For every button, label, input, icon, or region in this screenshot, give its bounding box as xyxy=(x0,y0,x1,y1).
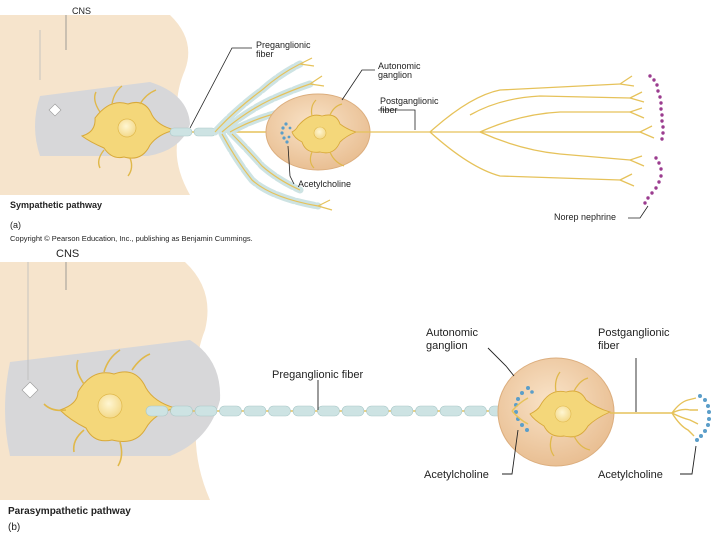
myelin-segment xyxy=(390,405,414,417)
cns-label-b: CNS xyxy=(56,248,79,260)
preganglionic-label-b: Preganglionic fiber xyxy=(272,369,363,381)
postganglionic-label-a-line1: Postganglionic xyxy=(380,96,439,106)
central-canal-a xyxy=(48,103,62,117)
postganglionic-label-b-line2: fiber xyxy=(598,340,620,352)
myelin-segment xyxy=(366,405,389,417)
myelin-segment xyxy=(243,405,267,417)
ganglion-label-a-line1: Autonomic xyxy=(378,61,421,71)
sympathetic-pathway-title: Sympathetic pathway xyxy=(10,200,102,210)
panel-letter-b: (b) xyxy=(8,522,20,533)
panel-b-parasympathetic: CNS Preganglionic fiber Autonomic gangli… xyxy=(0,248,711,533)
myelin-segments-b xyxy=(145,405,512,417)
postganglionic-label-b-line1: Postganglionic xyxy=(598,327,670,339)
postganglionic-fiber-a xyxy=(356,75,655,187)
myelin-segment xyxy=(317,405,340,417)
panel-letter-a: (a) xyxy=(10,220,21,230)
myelin-segment xyxy=(145,405,169,417)
acetylcholine-target-label-b: Acetylcholine xyxy=(598,469,663,481)
myelin-segment xyxy=(439,405,463,417)
acetylcholine-vesicles-target-b xyxy=(695,394,711,442)
myelin-segment xyxy=(194,405,218,417)
norepinephrine-vesicles-a xyxy=(643,74,665,205)
ganglion-label-a-line2: ganglion xyxy=(378,70,412,80)
parasympathetic-pathway-title: Parasympathetic pathway xyxy=(8,506,131,517)
acetylcholine-ganglion-label-b: Acetylcholine xyxy=(424,469,489,481)
myelin-segment xyxy=(268,405,291,417)
myelin-segment xyxy=(464,405,487,417)
myelin-segment xyxy=(292,405,316,417)
preganglionic-label-a-line1: Preganglionic xyxy=(256,40,311,50)
ganglion-label-b-line2: ganglion xyxy=(426,340,468,352)
norepinephrine-label-a: Norep nephrine xyxy=(554,212,616,222)
acetylcholine-label-a: Acetylcholine xyxy=(298,179,351,189)
myelin-segment xyxy=(170,405,193,417)
myelin-segment xyxy=(341,405,365,417)
postganglionic-label-a-line2: fiber xyxy=(380,105,398,115)
copyright-text: Copyright © Pearson Education, Inc., pub… xyxy=(10,234,253,243)
preganglionic-label-a-line2: fiber xyxy=(256,49,274,59)
central-canal-b xyxy=(21,381,39,399)
acetylcholine-vesicles-a xyxy=(280,122,292,144)
myelin-segment xyxy=(219,405,242,417)
cns-label-a: CNS xyxy=(72,6,91,16)
postganglionic-fiber-b xyxy=(610,397,699,437)
panel-a-sympathetic: CNS Preganglionic fiber Autonomic gangli… xyxy=(0,6,665,243)
myelin-segment xyxy=(415,405,438,417)
ganglion-label-b-line1: Autonomic xyxy=(426,327,478,339)
